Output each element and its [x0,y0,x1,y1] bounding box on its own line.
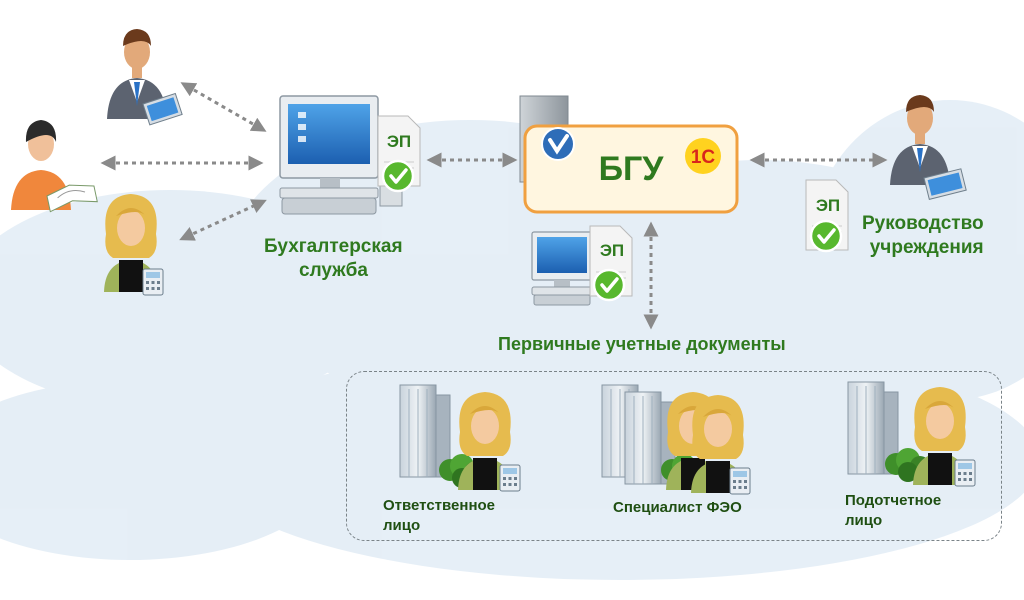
bgu-system-box [523,124,739,214]
accounting-label: Бухгалтерская служба [264,235,403,283]
management-label-line: учреждения [869,237,984,258]
sig-label: ЭП [387,132,411,151]
arrow-blonde-accounting [179,199,267,241]
check-icon [381,159,415,193]
laptop-icon [923,168,967,200]
laptop-icon [142,92,183,126]
accounting-label-line: служба [299,260,368,281]
connector-arrows [100,82,888,330]
manager-icon [890,95,967,200]
role-label-specialist: Специалист ФЭО [613,498,742,518]
role-label-line: лицо [845,512,883,529]
role-label-line: лицо [383,517,421,534]
computer-icon [279,95,403,215]
role-label-line: Ответственное [383,497,496,514]
sig-label: ЭП [600,241,624,260]
role-label-line: Подотчетное [845,492,942,509]
computer-icon [531,231,593,306]
woman-icon [11,120,98,213]
arrow-man-accounting [180,82,267,132]
management-label: Руководство учреждения [862,212,984,260]
accounting-label-line: Бухгалтерская [264,236,403,257]
calculator-icon [142,268,164,296]
check-icon [592,268,626,302]
sig-label: ЭП [816,196,840,215]
role-label-accountable: Подотчетное лицо [845,491,941,531]
management-label-line: Руководство [862,213,984,234]
brand-logo: 1С [685,138,721,174]
logo-icon [541,127,575,161]
role-label-responsible: Ответственное лицо [383,496,495,536]
book-icon [46,184,98,213]
primary-docs-group [346,371,1002,541]
businessman-icon [107,29,183,126]
role-label-line: Специалист ФЭО [613,499,742,516]
blonde-woman-icon [104,194,164,296]
primary-docs-label: Первичные учетные документы [498,334,786,354]
system-title: БГУ [599,150,665,188]
brand-logo-text: 1С [691,147,716,168]
check-icon [809,219,843,253]
